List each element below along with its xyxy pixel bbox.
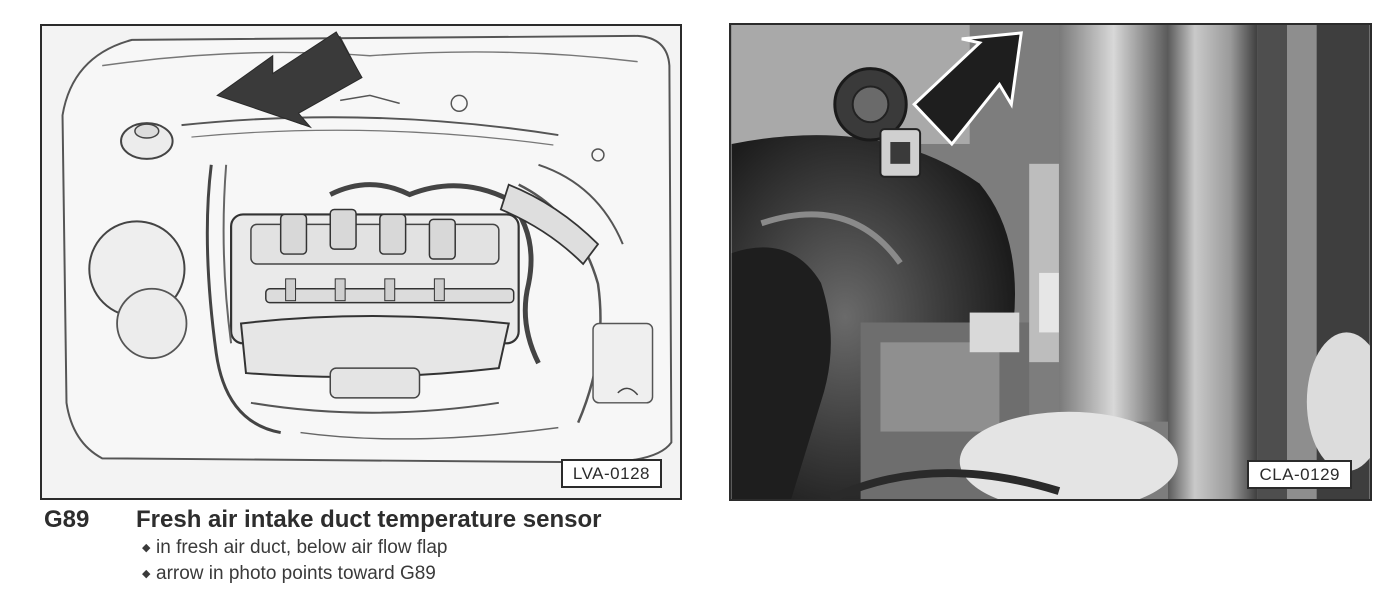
caption-heading: G89 Fresh air intake duct temperature se… bbox=[44, 506, 944, 534]
component-title: Fresh air intake duct temperature sensor bbox=[136, 506, 602, 533]
bullet-text: arrow in photo points toward G89 bbox=[156, 563, 436, 584]
figure-label-left: LVA-0128 bbox=[560, 459, 662, 488]
engine-bay-illustration: LVA-0128 bbox=[40, 24, 682, 500]
figure-caption: G89 Fresh air intake duct temperature se… bbox=[44, 506, 944, 588]
caption-bullet-list: ◆ in fresh air duct, below air flow flap… bbox=[44, 536, 944, 588]
bullet-diamond-icon: ◆ bbox=[142, 542, 151, 554]
bullet-diamond-icon: ◆ bbox=[142, 568, 151, 580]
list-item: ◆ in fresh air duct, below air flow flap bbox=[142, 536, 944, 562]
sensor-closeup-photo: CLA-0129 bbox=[729, 23, 1372, 501]
component-code: G89 bbox=[44, 506, 90, 533]
bullet-text: in fresh air duct, below air flow flap bbox=[156, 537, 448, 558]
engine-bay-drawing bbox=[61, 31, 673, 464]
figure-label-right: CLA-0129 bbox=[1247, 460, 1352, 489]
sensor-photo-drawing bbox=[731, 25, 1370, 499]
list-item: ◆ arrow in photo points toward G89 bbox=[142, 562, 944, 588]
